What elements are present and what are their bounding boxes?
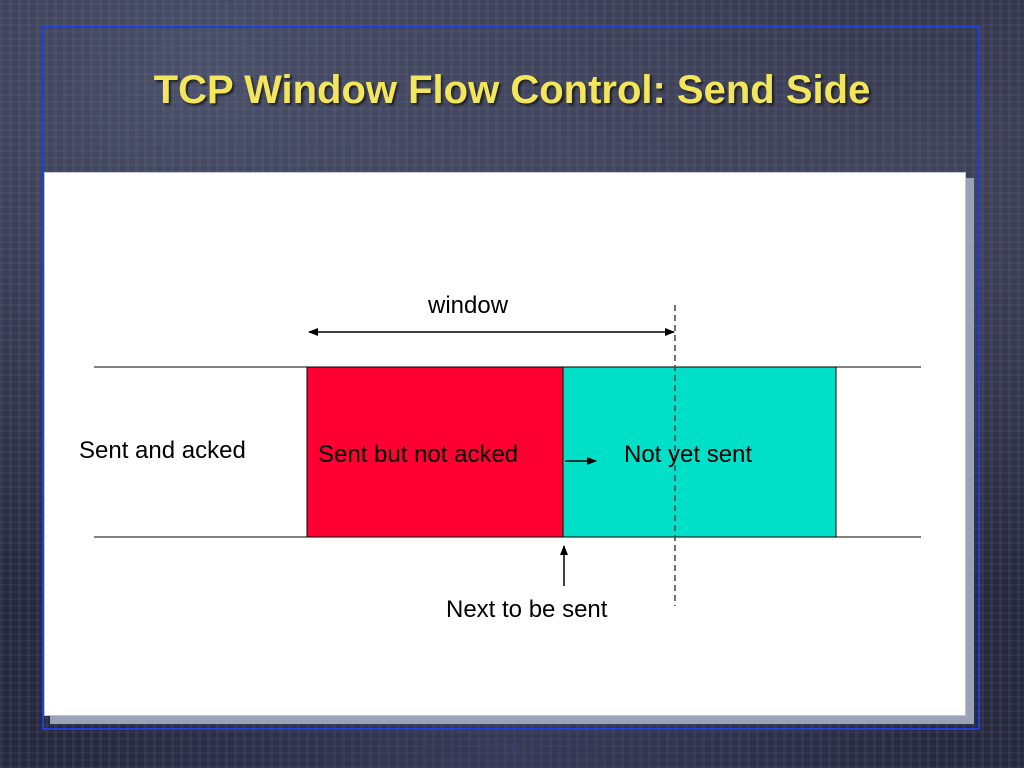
- window-label: window: [428, 292, 509, 319]
- not-yet-sent-label: Not yet sent: [624, 441, 753, 468]
- sent-not-acked-label: Sent but not acked: [318, 441, 519, 468]
- slide-title: TCP Window Flow Control: Send Side: [153, 68, 871, 112]
- next-to-be-sent-label: Next to be sent: [446, 596, 608, 623]
- slide-number: 39: [499, 740, 521, 760]
- not-yet-sent-segment: [562, 366, 837, 538]
- sent-and-acked-label: Sent and acked: [79, 437, 246, 464]
- slide-frame: [42, 26, 980, 730]
- sent-not-acked-segment: [306, 366, 564, 538]
